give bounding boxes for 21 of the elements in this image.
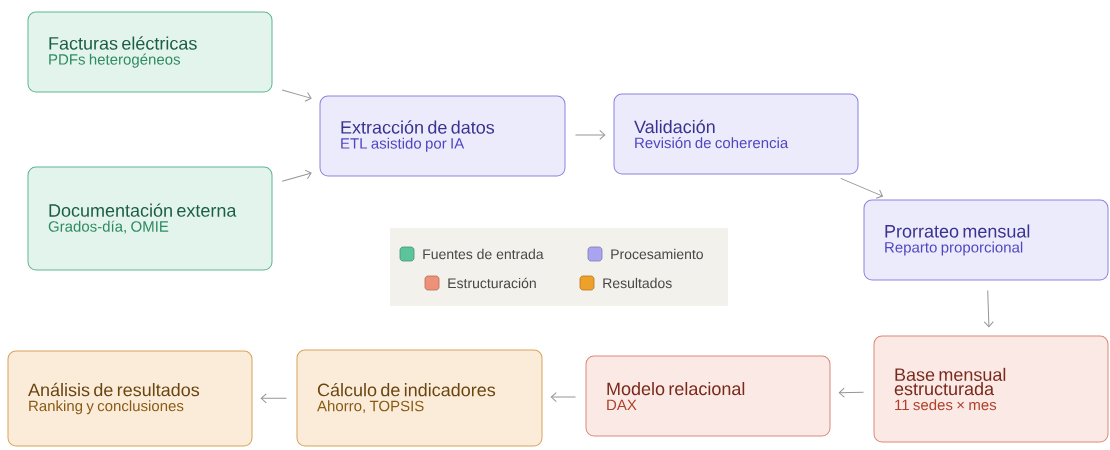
process-box: Extracción de datos ETL asistido por IA	[319, 95, 566, 177]
arrow	[838, 387, 864, 398]
process-box: Modelo relacional DAX	[585, 355, 831, 437]
legend-label: Resultados	[603, 277, 672, 289]
arrow	[840, 177, 883, 199]
arrow	[260, 393, 287, 404]
process-box: Cálculo de indicadores Ahorro, TOPSIS	[296, 349, 543, 447]
legend-label: Procesamiento	[611, 248, 703, 260]
arrow	[550, 392, 576, 403]
process-box: Documentación externa Grados-día, OMIE	[27, 166, 273, 271]
process-box: Análisis de resultados Ranking y conclusiones	[7, 350, 253, 447]
arrow	[983, 290, 994, 328]
arrow	[575, 129, 606, 140]
process-box: Validación Revisión de coherencia	[613, 93, 859, 175]
arrow	[281, 169, 312, 182]
arrow	[281, 89, 312, 102]
legend-label: Fuentes de entrada	[423, 248, 544, 260]
process-box: Base mensual estructurada 11 sedes × mes	[873, 335, 1109, 443]
process-box: Prorrateo mensual Reparto proporcional	[863, 199, 1109, 281]
legend-label: Estructuración	[448, 277, 536, 289]
process-box: Facturas eléctricas PDFs heterogéneos	[27, 11, 273, 93]
